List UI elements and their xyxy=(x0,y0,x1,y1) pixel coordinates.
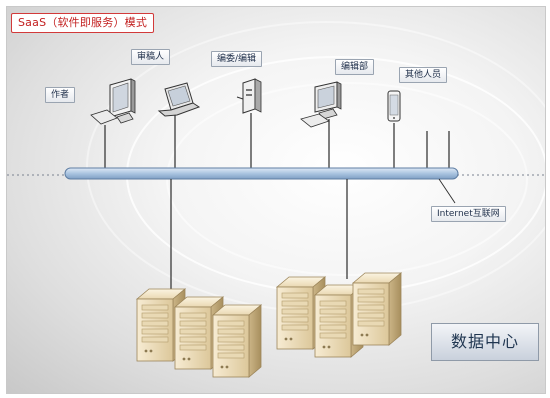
page-title: SaaS（软件即服务）模式 xyxy=(11,13,155,33)
server-unit xyxy=(352,272,402,346)
datacenter-label: 数据中心 xyxy=(431,323,539,361)
diagram-graphics xyxy=(7,21,545,378)
editor-tower-icon xyxy=(236,78,262,114)
reviewer-laptop-icon xyxy=(157,82,201,117)
internet-label-leader xyxy=(438,178,456,204)
internet-backbone-bar xyxy=(64,167,459,180)
author-label: 作者 xyxy=(45,87,76,103)
editorial-office-computer-icon xyxy=(300,81,342,128)
internet-label: Internet互联网 xyxy=(431,206,506,222)
server-unit xyxy=(212,304,262,378)
server-cluster-right xyxy=(276,272,402,358)
editor-label: 编委/编辑 xyxy=(211,51,263,67)
author-computer-icon xyxy=(90,78,136,125)
editorial-office-label: 编辑部 xyxy=(335,59,375,75)
diagram-canvas: SaaS（软件即服务）模式 作者 审稿人 编委/编辑 编辑部 其他人员 Inte… xyxy=(6,6,546,394)
client-connectors xyxy=(104,113,450,170)
others-phone-icon xyxy=(387,90,401,122)
others-label: 其他人员 xyxy=(399,67,448,83)
reviewer-label: 审稿人 xyxy=(131,49,171,65)
datacenter-connectors xyxy=(170,179,348,293)
background-swirl xyxy=(86,21,545,313)
